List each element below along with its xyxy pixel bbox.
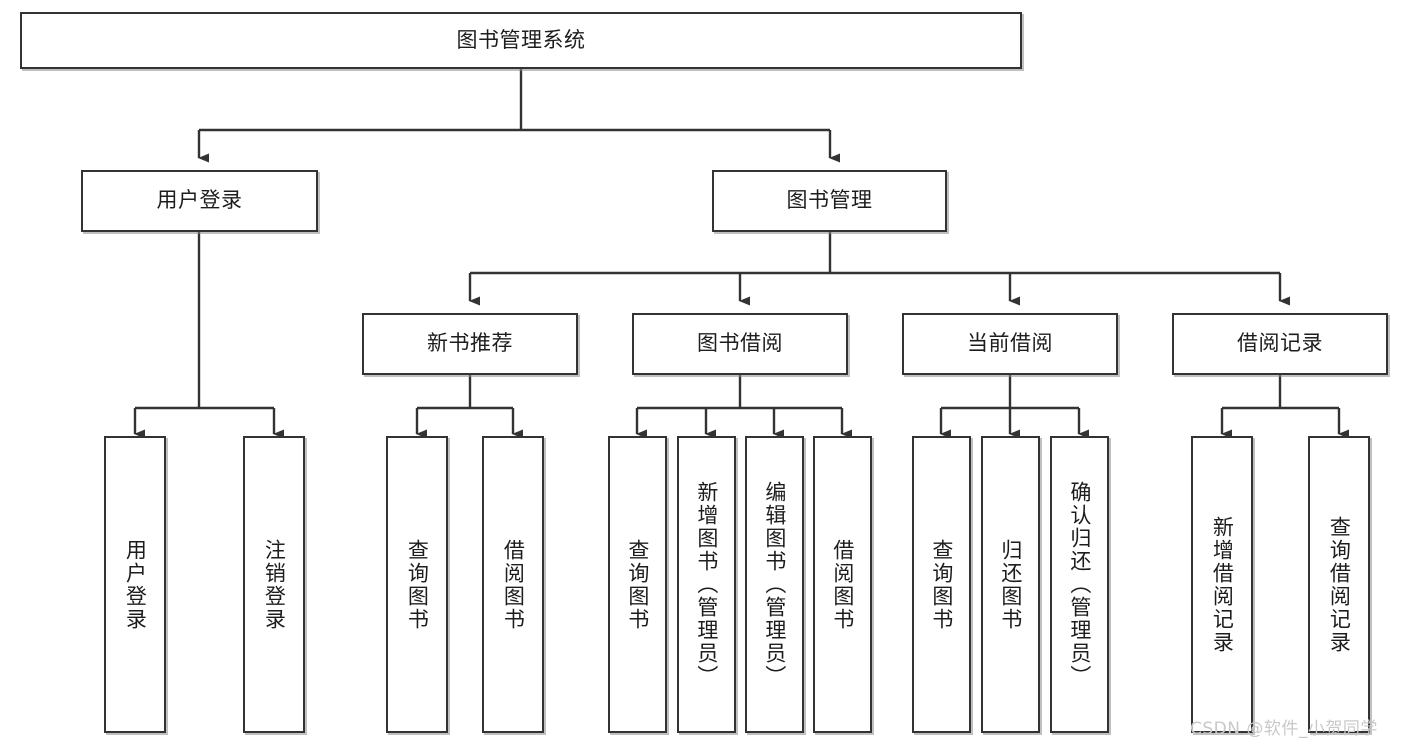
node-root-library-system[interactable]: 图书管理系统 [20, 12, 1022, 69]
node-label: 图书管理 [786, 188, 873, 213]
leaf-add-book-admin[interactable]: 新增图书（管理员） [677, 436, 736, 733]
node-book-management[interactable]: 图书管理 [712, 170, 947, 232]
csdn-watermark: CSDN @软件_小贺同学 [1190, 719, 1378, 739]
node-label: 用户登录 [156, 188, 243, 213]
node-label: 借阅记录 [1237, 331, 1323, 356]
node-label: 借阅图书 [501, 538, 526, 631]
leaf-borrow-book-newbook[interactable]: 借阅图书 [482, 436, 544, 733]
node-label: 借阅图书 [830, 538, 855, 631]
node-label: 图书借阅 [697, 331, 783, 356]
node-label: 查询图书 [625, 538, 650, 631]
node-label: 用户登录 [123, 538, 148, 631]
node-label: 新增图书（管理员） [694, 481, 719, 688]
node-book-borrow[interactable]: 图书借阅 [632, 313, 848, 375]
node-label: 确认归还（管理员） [1067, 481, 1092, 688]
leaf-edit-book-admin[interactable]: 编辑图书（管理员） [745, 436, 804, 733]
leaf-query-book-current[interactable]: 查询图书 [912, 436, 971, 733]
leaf-borrow-book[interactable]: 借阅图书 [813, 436, 872, 733]
leaf-user-login[interactable]: 用户登录 [104, 436, 166, 733]
node-label: 当前借阅 [967, 331, 1053, 356]
node-label: 查询借阅记录 [1327, 515, 1352, 654]
leaf-query-borrow-record[interactable]: 查询借阅记录 [1308, 436, 1370, 733]
leaf-query-book-newbook[interactable]: 查询图书 [386, 436, 448, 733]
node-label: 查询图书 [929, 538, 954, 631]
node-current-borrow[interactable]: 当前借阅 [902, 313, 1118, 375]
node-label: 查询图书 [405, 538, 430, 631]
node-label: 新书推荐 [427, 331, 513, 356]
node-label: 图书管理系统 [456, 27, 586, 52]
node-label: 注销登录 [262, 538, 287, 631]
node-user-login[interactable]: 用户登录 [81, 170, 318, 232]
leaf-logout-login[interactable]: 注销登录 [243, 436, 305, 733]
node-label: 归还图书 [998, 538, 1023, 631]
node-label: 新增借阅记录 [1210, 515, 1235, 654]
node-borrow-record[interactable]: 借阅记录 [1172, 313, 1388, 375]
leaf-add-borrow-record[interactable]: 新增借阅记录 [1191, 436, 1253, 733]
node-label: 编辑图书（管理员） [762, 481, 787, 688]
node-new-book-recommend[interactable]: 新书推荐 [362, 313, 578, 375]
leaf-confirm-return-admin[interactable]: 确认归还（管理员） [1050, 436, 1109, 733]
leaf-query-book-borrow[interactable]: 查询图书 [608, 436, 667, 733]
leaf-return-book[interactable]: 归还图书 [981, 436, 1040, 733]
